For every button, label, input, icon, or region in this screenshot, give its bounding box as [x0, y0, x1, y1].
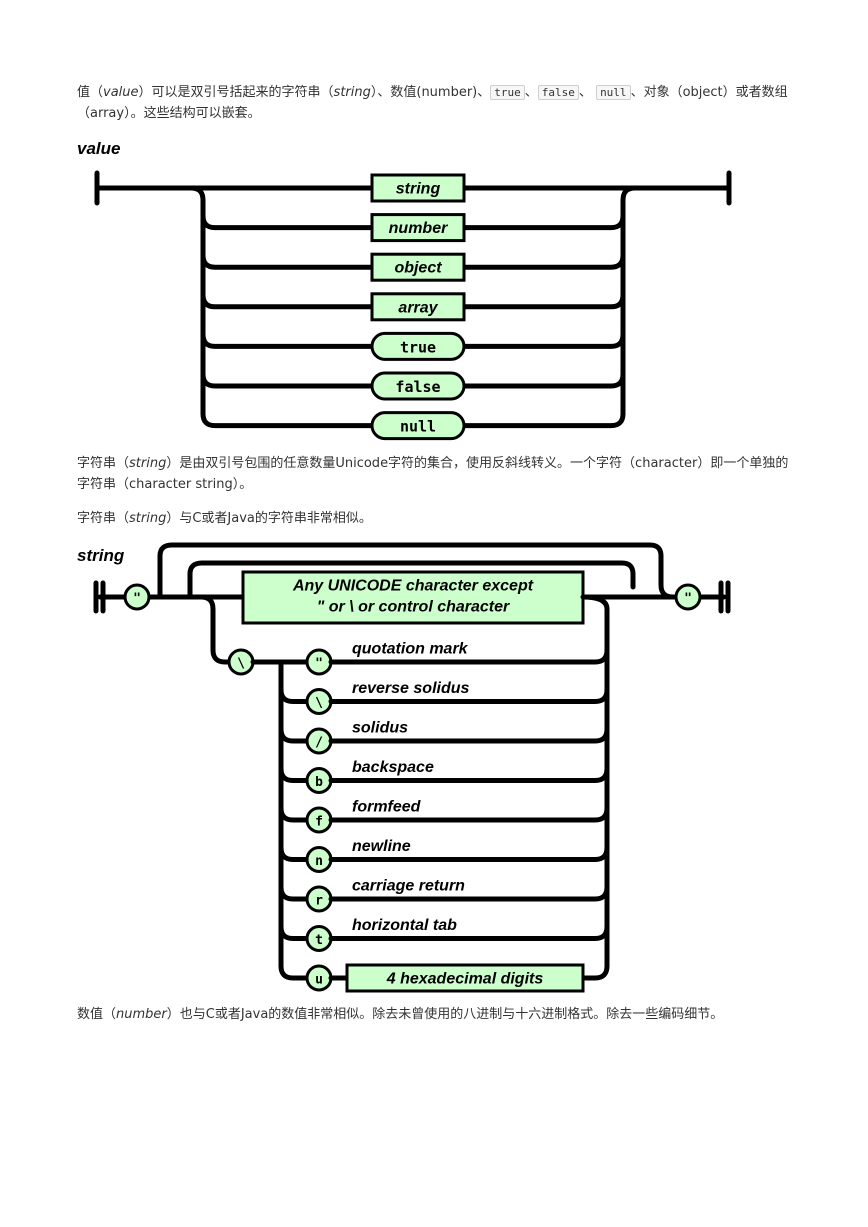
string-escape-rail — [328, 963, 610, 981]
string-escape-symbol: r — [315, 894, 323, 909]
string-escape-rail — [328, 687, 610, 704]
string-escape-branch — [278, 726, 310, 744]
string-escape-rail — [328, 845, 610, 862]
string-hex-digits-box — [345, 963, 585, 993]
value-right-trunk — [620, 185, 638, 417]
string-escape-symbol: u — [315, 973, 323, 988]
value-option-label: object — [394, 260, 442, 277]
value-diagram-title: value — [77, 139, 121, 158]
string-escape-symbol: b — [315, 775, 323, 790]
string-escape-symbol: " — [315, 657, 323, 672]
value-option-null — [370, 411, 466, 441]
string-escape-description: formfeed — [352, 799, 422, 816]
value-option-label: array — [398, 299, 438, 316]
string-escape-branch-rail — [198, 594, 232, 665]
string-open-quote — [123, 583, 151, 611]
number-description-paragraph: 数值（number）也与C或者Java的数值非常相似。除去未曾使用的八进制与十六… — [77, 1007, 724, 1022]
value-left-trunk — [188, 185, 206, 417]
string-escape-description: carriage return — [352, 878, 465, 895]
string-escape-description: newline — [352, 838, 411, 855]
code-null: null — [596, 85, 631, 100]
code-true: true — [490, 85, 525, 100]
code-false: false — [537, 85, 579, 100]
string-escape-branch — [278, 963, 310, 981]
string-close-quote-label: " — [684, 592, 692, 607]
value-option-array — [370, 292, 466, 322]
string-escape-branch — [278, 766, 310, 783]
string-any-char-box — [241, 570, 585, 625]
string-escape-rail — [328, 726, 610, 744]
string-hex-digits-label: 4 hexadecimal digits — [386, 971, 544, 988]
value-option-false — [370, 371, 466, 401]
string-escape-description: solidus — [352, 720, 408, 737]
value-option-label: true — [400, 338, 436, 356]
string-escape-branch — [278, 924, 310, 941]
string-any-char-label: Any UNICODE character except — [292, 578, 534, 595]
string-backslash-label: \ — [237, 657, 245, 672]
string-outer-loop-rail — [157, 542, 676, 600]
string-escape-rail — [328, 924, 610, 941]
value-option-label: string — [396, 181, 441, 198]
string-close-quote — [674, 583, 702, 611]
string-escape-rail — [328, 766, 610, 783]
string-escape-description: backspace — [352, 759, 434, 776]
string-escape-description: reverse solidus — [352, 680, 470, 697]
string-escape-symbol: n — [315, 854, 323, 869]
string-escape-description: horizontal tab — [352, 917, 457, 934]
string-escape-branch — [278, 884, 310, 902]
value-option-true — [370, 331, 466, 361]
value-option-string — [370, 173, 466, 203]
string-escape-branch — [278, 805, 310, 823]
string-escape-symbol: \ — [315, 696, 323, 711]
string-any-char-label: " or \ or control character — [317, 599, 510, 616]
string-comparison-paragraph: 字符串（string）与C或者Java的字符串非常相似。 — [77, 511, 372, 526]
value-option-label: null — [400, 418, 436, 436]
intro-paragraph: 值（value）可以是双引号括起来的字符串（string）、数值(number)… — [77, 85, 788, 121]
string-escape-symbol: f — [315, 815, 323, 830]
value-option-label: false — [395, 378, 440, 396]
string-description-paragraph: 字符串（string）是由双引号包围的任意数量Unicode字符的集合，使用反斜… — [77, 456, 789, 492]
string-return-trunk — [580, 594, 610, 969]
string-escape-symbol: / — [315, 736, 323, 751]
string-open-quote-label: " — [133, 592, 141, 607]
string-escape-rail — [328, 884, 610, 902]
string-escape-rail — [328, 805, 610, 823]
string-diagram-title: string — [77, 546, 125, 565]
string-syntax-diagram: " " Any UNICODE character except " or \ or … — [93, 542, 731, 993]
string-escape-branch — [278, 845, 310, 862]
string-escape-symbol: t — [315, 933, 323, 948]
string-escape-description: quotation mark — [352, 641, 469, 658]
string-escape-branch — [278, 687, 310, 704]
string-escape-left-trunk — [250, 659, 310, 969]
string-inner-loop-rail — [187, 560, 636, 600]
value-syntax-diagram: string number object array true false null — [94, 170, 732, 441]
string-escape-rail — [328, 647, 610, 665]
value-option-label: number — [389, 220, 448, 237]
value-option-number — [370, 213, 466, 243]
value-option-object — [370, 252, 466, 282]
